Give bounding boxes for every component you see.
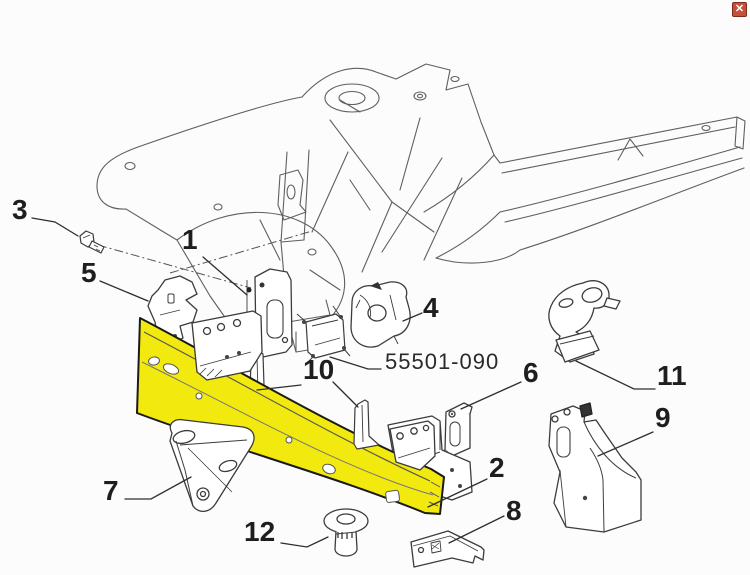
beam-left-mount-plate	[191, 310, 263, 381]
part-gusset-7	[169, 418, 255, 512]
part-mount-4	[350, 281, 411, 348]
close-button[interactable]: ✕	[732, 2, 747, 17]
beam-right-mount-plate	[389, 420, 436, 471]
callout-2: 2	[489, 452, 505, 483]
part-bracket-1	[246, 268, 293, 358]
part-hook-bracket-11	[548, 280, 621, 363]
callout-5: 5	[81, 257, 97, 288]
assembly-guide-lines	[97, 230, 313, 289]
callout-11: 11	[657, 360, 687, 391]
part-clip-10b	[353, 399, 380, 450]
leader-lines	[31, 217, 656, 548]
part-bracket-9	[548, 402, 642, 533]
callout-4: 4	[423, 292, 439, 323]
callout-9: 9	[655, 402, 671, 433]
part-55501-090	[296, 305, 351, 365]
callout-8: 8	[506, 495, 522, 526]
callout-10: 10	[303, 354, 335, 385]
part-bolt-3	[79, 230, 105, 254]
part-strap-8	[410, 530, 485, 568]
callout-7: 7	[103, 475, 119, 506]
part-plug-12	[323, 508, 369, 557]
callout-6: 6	[523, 357, 539, 388]
callout-12: 12	[244, 516, 276, 547]
part-number-label: 55501-090	[385, 349, 500, 374]
callout-3: 3	[12, 194, 28, 225]
callout-1: 1	[182, 224, 198, 255]
